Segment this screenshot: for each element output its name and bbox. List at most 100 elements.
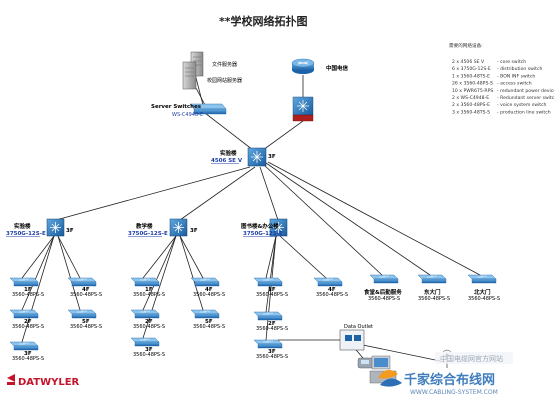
brand-logo: DATWYLER	[7, 374, 80, 388]
edge-switch-3-model: 3560-48PS-S	[468, 296, 500, 302]
brand-name: DATWYLER	[18, 377, 80, 388]
distribution-1-building: 实验楼	[14, 222, 31, 230]
watermark-cn: 千家综合布线网	[404, 372, 495, 388]
legend-item-qty-1: 2 x 4506 SE V	[452, 59, 485, 65]
distribution-1-model: 3750G-12S-E	[6, 231, 46, 237]
data-outlet-box	[339, 329, 365, 351]
file-server-label: 文件服务器	[212, 61, 237, 68]
watermark-badge: 中国电缆网官方网站	[440, 354, 503, 363]
edge-site-switches: 食堂&后勤服务3560-48PS-S东大门3560-48PS-S北大门3560-…	[363, 274, 500, 302]
distribution-switch-3	[269, 218, 288, 237]
distribution-2-floor: 3F	[190, 228, 198, 234]
legend-item-desc-4: - access switch	[497, 81, 532, 87]
access-switch-b2-3-model: 3560-48PS-S	[133, 352, 165, 358]
web-server-label: 校园网站服务器	[207, 77, 242, 84]
access-switch-b2-1	[130, 277, 160, 287]
access-switch-b1-1-floor: 1F	[24, 287, 32, 293]
legend-item-qty-3: 1 x 3560-48TS-E	[452, 73, 490, 79]
legend-item-desc-7: - voice system switch	[497, 102, 547, 108]
access-switch-b3-3-model: 3560-48PS-S	[256, 354, 288, 360]
legend-heading: 需要的网络设备:	[449, 42, 483, 49]
core-model: 4506 SE V	[211, 158, 243, 164]
access-switch-b1-1	[9, 277, 39, 287]
legend-item-desc-5: - redundant power device	[497, 88, 554, 94]
edge-switch-1-model: 3560-48PS-S	[368, 296, 400, 302]
access-switch-b1-1-model: 3560-48PS-S	[12, 292, 44, 298]
edge-switch-2-model: 3560-48PS-S	[418, 296, 450, 302]
edge-switch-2	[417, 274, 447, 284]
legend-item-qty-5: 10 x PWR675-RPS	[452, 88, 493, 94]
access-switch-b3-1-floor: 1F	[268, 287, 276, 293]
watermark: 中国电缆网官方网站 千家综合布线网 WWW.CABLING-SYSTEM.COM	[378, 352, 513, 396]
access-switch-b1-5-model: 3560-48PS-S	[70, 324, 102, 330]
legend-item-desc-3: - BON INF switch	[497, 73, 535, 79]
legend-item-qty-2: 6 x 3750G-12S-E	[452, 66, 491, 72]
legend-item-desc-8: - production line switch	[497, 109, 551, 115]
access-switch-b2-5	[190, 309, 220, 319]
server-switch-icon	[189, 103, 227, 115]
web-server	[182, 61, 197, 90]
edge-switch-2-name: 东大门	[424, 288, 441, 296]
access-switch-b2-4-floor: 4F	[205, 287, 213, 293]
edge-switch-1	[369, 274, 399, 284]
access-switch-b2-3-floor: 3F	[145, 347, 153, 353]
access-switch-b3-3-floor: 3F	[268, 349, 276, 355]
distribution-2-model: 3750G-12S-E	[128, 231, 168, 237]
access-switch-b3-1-model: 3560-48PS-S	[256, 292, 288, 298]
access-switch-b1-3-floor: 3F	[24, 351, 32, 357]
access-switch-b3-4-floor: 4F	[328, 287, 336, 293]
legend-item-desc-1: - core switch	[497, 59, 526, 65]
core-building: 实验楼	[220, 149, 237, 157]
distribution-3-model: 3750G-12S-E	[243, 231, 283, 237]
access-switch-b3-3	[253, 339, 283, 349]
access-switch-b1-2-model: 3560-48PS-S	[12, 324, 44, 330]
router-icon	[291, 58, 315, 74]
access-switch-b1-4	[67, 277, 97, 287]
distribution-1-floor: 3F	[66, 228, 74, 234]
server-switch-model: WS-C4948-E	[172, 112, 203, 118]
access-switch-b2-2-floor: 2F	[145, 319, 153, 325]
firewall-icon	[292, 96, 314, 122]
legend-item-desc-6: - Redundant server switch	[497, 95, 554, 101]
access-switch-b2-2-model: 3560-48PS-S	[133, 324, 165, 330]
distribution-switch-2	[169, 218, 188, 237]
access-switch-b2-4	[190, 277, 220, 287]
access-switch-b2-4-model: 3560-48PS-S	[193, 292, 225, 298]
legend-item-qty-4: 26 x 3560-48PS-S	[452, 81, 493, 87]
access-switch-b1-3-model: 3560-48PS-S	[12, 356, 44, 362]
equipment-legend: 需要的网络设备: 2 x 4506 SE V - core switch 6 x 3…	[449, 42, 554, 115]
isp-label: 中国电信	[326, 64, 349, 72]
access-switch-b1-4-model: 3560-48PS-S	[70, 292, 102, 298]
access-switch-b3-2-model: 3560-48PS-S	[256, 326, 288, 332]
edge-switch-1-name: 食堂&后勤服务	[363, 288, 402, 296]
legend-item-qty-8: 3 x 3560-48TS-S	[452, 109, 490, 115]
access-switch-b3-2-floor: 2F	[268, 321, 276, 327]
diagram-title: **学校网络拓扑图	[219, 14, 308, 28]
distribution-switch-1	[46, 218, 65, 237]
access-switch-b3-1	[253, 277, 283, 287]
access-switch-b3-4	[313, 277, 343, 287]
distribution-2-building: 教学楼	[135, 222, 153, 230]
access-switch-b2-1-model: 3560-48PS-S	[133, 292, 165, 298]
access-switch-b2-1-floor: 1F	[145, 287, 153, 293]
access-switch-b2-5-floor: 5F	[205, 319, 213, 325]
core-switch-icon	[247, 147, 267, 167]
distribution-3-building: 图书楼&办公楼	[241, 222, 279, 230]
watermark-url: WWW.CABLING-SYSTEM.COM	[410, 389, 498, 396]
access-switch-b1-5-floor: 5F	[82, 319, 90, 325]
links	[21, 69, 481, 365]
access-switch-b3-2	[253, 311, 283, 321]
edge-switch-3-name: 北大门	[474, 288, 491, 296]
access-switch-b1-2-floor: 2F	[24, 319, 32, 325]
legend-item-qty-6: 2 x WS-C4948-E	[452, 95, 489, 101]
access-switch-b3-4-model: 3560-48PS-S	[316, 292, 348, 298]
server-switch-label: Server Switches	[151, 104, 202, 110]
access-switch-b2-3	[130, 337, 160, 347]
access-switch-b2-5-model: 3560-48PS-S	[193, 324, 225, 330]
access-switches: 1F3560-48PS-S2F3560-48PS-S3F3560-48PS-S4…	[9, 277, 348, 362]
access-switch-b2-2	[130, 309, 160, 319]
access-switch-b1-4-floor: 4F	[82, 287, 90, 293]
access-switch-b1-5	[67, 309, 97, 319]
